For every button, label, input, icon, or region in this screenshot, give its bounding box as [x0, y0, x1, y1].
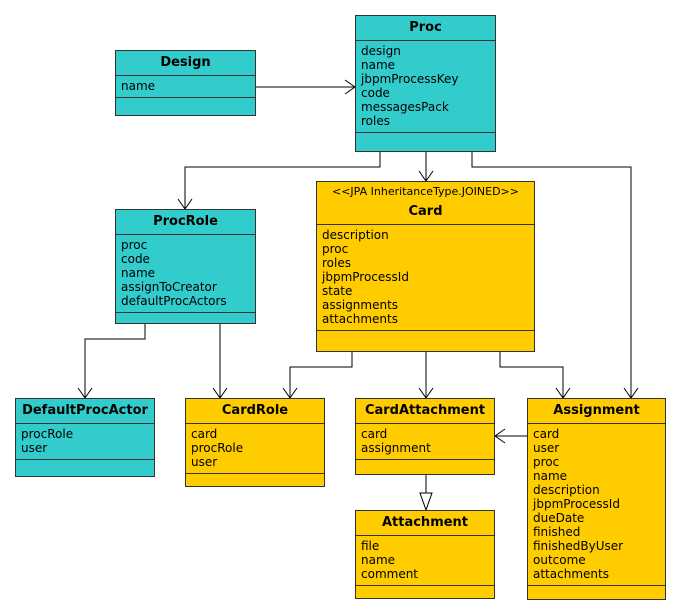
class-attachment-attributes: file name comment [356, 535, 494, 585]
class-cardrole[interactable]: CardRole card procRole user [185, 398, 325, 487]
class-defaultprocactor-attributes: procRole user [16, 423, 154, 459]
class-cardattachment-name: CardAttachment [364, 403, 486, 418]
class-proc-attributes: design name jbpmProcessKey code messages… [356, 40, 495, 132]
class-procrole-attr: assignToCreator [121, 280, 217, 294]
class-assignment[interactable]: Assignment card user proc name descripti… [527, 398, 666, 600]
class-card-attr: attachments [322, 312, 398, 326]
class-proc-attr: messagesPack [361, 100, 449, 114]
class-cardrole-attributes: card procRole user [186, 423, 324, 473]
class-procrole-attr: code [121, 252, 150, 266]
class-attachment-attr: name [361, 553, 396, 567]
class-defaultprocactor-attr: user [21, 441, 48, 455]
relation-card-cardattachment [418, 352, 434, 399]
class-assignment-name: Assignment [553, 403, 640, 418]
class-assignment-operations [528, 585, 665, 586]
class-assignment-attr: finished [533, 525, 581, 539]
class-card-attr: description [322, 228, 389, 242]
class-card-attr: roles [322, 256, 351, 270]
class-proc-operations [356, 132, 495, 133]
relation-cardattachment-attachment [419, 475, 433, 512]
class-cardattachment-operations [356, 459, 494, 460]
class-procrole[interactable]: ProcRole proc code name assignToCreator … [115, 209, 256, 324]
class-assignment-attr: attachments [533, 567, 609, 581]
class-card-attr: proc [322, 242, 349, 256]
class-design-attr: name [121, 79, 156, 93]
class-proc-attr: code [361, 86, 390, 100]
class-cardrole-attr: card [191, 427, 218, 441]
class-attachment-attr: comment [361, 567, 419, 581]
class-procrole-operations [116, 312, 255, 313]
class-procrole-attributes: proc code name assignToCreator defaultPr… [116, 234, 255, 312]
class-attachment-operations [356, 585, 494, 586]
class-cardrole-attr: procRole [191, 441, 244, 455]
class-procrole-attr: name [121, 266, 156, 280]
class-design[interactable]: Design name [115, 50, 256, 116]
class-assignment-attr: jbpmProcessId [533, 497, 620, 511]
class-attachment[interactable]: Attachment file name comment [355, 510, 495, 599]
relation-design-proc [256, 79, 356, 95]
class-cardattachment-attributes: card assignment [356, 423, 494, 459]
relation-procrole-cardrole [212, 324, 228, 399]
class-assignment-attr: finishedByUser [533, 539, 624, 553]
class-defaultprocactor-attr: procRole [21, 427, 74, 441]
class-proc-attr: design [361, 44, 401, 58]
class-cardrole-name: CardRole [221, 403, 289, 418]
class-card[interactable]: <<JPA InheritanceType.JOINED>> Card desc… [316, 181, 535, 352]
class-cardattachment[interactable]: CardAttachment card assignment [355, 398, 495, 475]
class-card-stereotype: <<JPA InheritanceType.JOINED>> [332, 185, 519, 198]
class-assignment-attributes: card user proc name description jbpmProc… [528, 423, 665, 585]
class-assignment-attr: description [533, 483, 600, 497]
class-card-attr: jbpmProcessId [322, 270, 409, 284]
class-assignment-attr: dueDate [533, 511, 585, 525]
class-card-attributes: description proc roles jbpmProcessId sta… [317, 224, 534, 330]
class-design-attributes: name [116, 75, 255, 97]
class-procrole-attr: defaultProcActors [121, 294, 227, 308]
class-procrole-name: ProcRole [153, 214, 218, 229]
relation-assignment-cardattachment [494, 428, 527, 444]
relation-card-cardrole [282, 352, 353, 399]
class-proc-attr: roles [361, 114, 390, 128]
relation-proc-card [418, 152, 434, 182]
class-defaultprocactor[interactable]: DefaultProcActor procRole user [15, 398, 155, 477]
class-attachment-attr: file [361, 539, 380, 553]
class-assignment-attr: name [533, 469, 568, 483]
class-defaultprocactor-operations [16, 459, 154, 460]
class-cardrole-attr: user [191, 455, 218, 469]
class-defaultprocactor-name: DefaultProcActor [22, 403, 148, 418]
class-proc-attr: name [361, 58, 396, 72]
class-card-attr: assignments [322, 298, 399, 312]
class-proc-name: Proc [409, 20, 442, 35]
class-card-attr: state [322, 284, 353, 298]
class-cardattachment-attr: card [361, 427, 388, 441]
relation-card-assignment [499, 352, 571, 399]
class-assignment-attr: card [533, 427, 560, 441]
class-procrole-attr: proc [121, 238, 148, 252]
class-attachment-name: Attachment [381, 515, 469, 530]
class-cardattachment-attr: assignment [361, 441, 431, 455]
class-assignment-attr: outcome [533, 553, 586, 567]
class-proc-attr: jbpmProcessKey [361, 72, 459, 86]
class-proc[interactable]: Proc design name jbpmProcessKey code mes… [355, 15, 496, 152]
class-design-name: Design [160, 55, 211, 70]
class-assignment-attr: user [533, 441, 560, 455]
relation-procrole-defaultprocactor [77, 324, 146, 399]
class-assignment-attr: proc [533, 455, 560, 469]
class-card-name: Card [408, 204, 443, 219]
class-design-operations [116, 97, 255, 98]
class-cardrole-operations [186, 473, 324, 474]
class-card-operations [317, 330, 534, 331]
